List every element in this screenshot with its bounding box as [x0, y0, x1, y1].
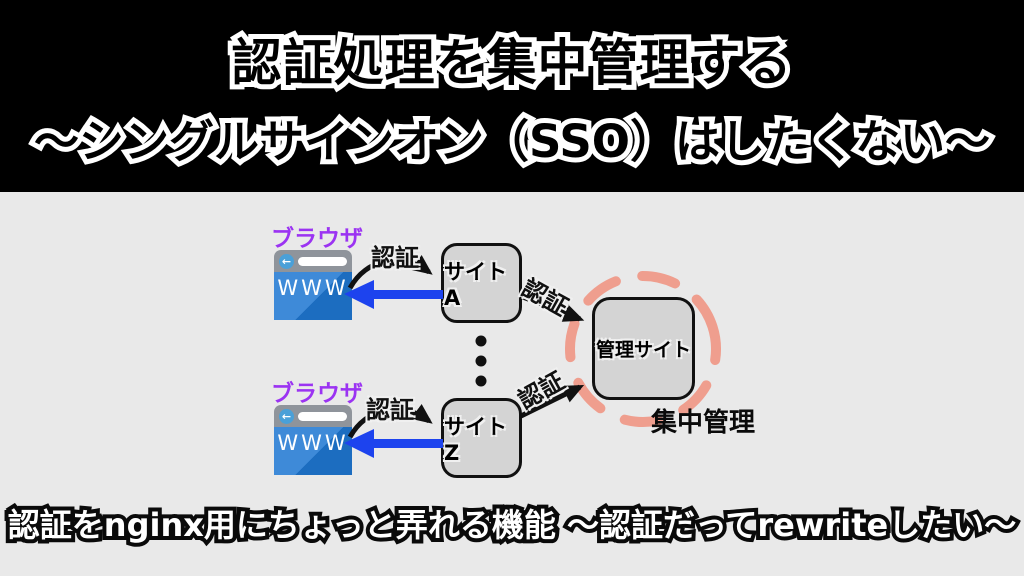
- browser-toolbar: ←: [274, 250, 352, 272]
- title-line-1-text: 認証処理を集中管理する: [231, 33, 793, 92]
- address-bar: [298, 411, 347, 421]
- admin-site-label: 管理サイト: [595, 339, 691, 361]
- footer-caption-row: 認証をnginx用にちょっと弄れる機能 〜認証だってrewriteしたい〜 認証…: [0, 500, 1024, 548]
- browser-icon-bottom: ← WWW: [274, 405, 352, 475]
- central-management-label: 集中管理: [651, 408, 756, 438]
- browser-toolbar: ←: [274, 405, 352, 427]
- dot: [475, 375, 487, 387]
- site-a-box: サイトA: [441, 243, 522, 323]
- title-line-2-outline: 〜シングルサインオン（SSO）はしたくない〜: [29, 110, 995, 173]
- dot: [475, 355, 487, 367]
- footer-caption-outline: 認証をnginx用にちょっと弄れる機能 〜認証だってrewriteしたい〜: [4, 502, 1020, 548]
- response-arrow-siteZ-to-browser2: [344, 429, 443, 458]
- auth-label-top: 認証: [371, 244, 419, 272]
- title-line-1-outline: 認証処理を集中管理する: [227, 29, 797, 97]
- dot: [475, 335, 487, 347]
- admin-site-box: 管理サイト: [592, 297, 695, 400]
- browser-page-www: WWW: [274, 272, 352, 320]
- site-z-box: サイトZ: [441, 398, 522, 478]
- browser-page-www: WWW: [274, 427, 352, 475]
- back-button-icon: ←: [279, 253, 294, 269]
- auth-label-bottom: 認証: [366, 396, 414, 424]
- title-line-2-text: 〜シングルサインオン（SSO）はしたくない〜: [33, 114, 991, 168]
- response-arrow-siteA-to-browser1: [344, 280, 443, 309]
- browser-icon-top: ← WWW: [274, 250, 352, 320]
- footer-caption-text: 認証をnginx用にちょっと弄れる機能 〜認証だってrewriteしたい〜: [7, 506, 1017, 544]
- browser-bottom-label: ブラウザ: [271, 381, 363, 407]
- back-button-icon: ←: [279, 408, 294, 424]
- browser-top-label: ブラウザ: [271, 226, 363, 252]
- title-banner: 認証処理を集中管理する 認証処理を集中管理する 〜シングルサインオン（SSO）は…: [0, 0, 1024, 192]
- site-a-label: サイトA: [444, 260, 507, 310]
- address-bar: [298, 256, 347, 266]
- title-line-2: 〜シングルサインオン（SSO）はしたくない〜 〜シングルサインオン（SSO）はし…: [29, 105, 995, 173]
- vertical-ellipsis-dots: [475, 335, 487, 387]
- auth-label-siteA-admin: 認証: [517, 273, 573, 322]
- footer-caption: 認証をnginx用にちょっと弄れる機能 〜認証だってrewriteしたい〜 認証…: [4, 500, 1020, 548]
- title-line-1: 認証処理を集中管理する 認証処理を集中管理する: [227, 23, 797, 97]
- site-z-label: サイトZ: [444, 415, 507, 465]
